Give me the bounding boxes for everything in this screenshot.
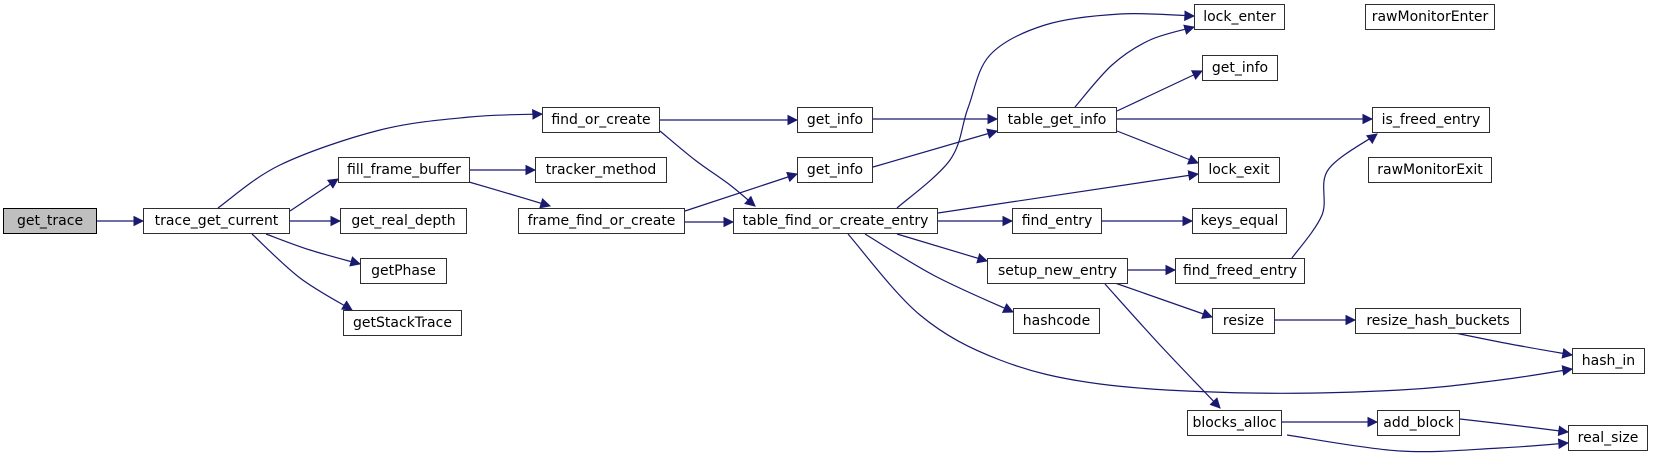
graph-node-fill_frame_buffer[interactable]: fill_frame_buffer <box>338 157 470 183</box>
graph-node-hash_in[interactable]: hash_in <box>1572 348 1645 374</box>
edge-trace_get_current-to-getPhase <box>265 233 362 267</box>
graph-node-trace_get_current[interactable]: trace_get_current <box>143 208 290 234</box>
graph-node-hashcode[interactable]: hashcode <box>1013 308 1100 334</box>
edge-find_freed_entry-to-is_freed_entry <box>1291 133 1378 259</box>
graph-node-blocks_alloc[interactable]: blocks_alloc <box>1187 410 1282 436</box>
edge-blocks_alloc-to-real_size <box>1286 434 1570 453</box>
edge-table_get_info-to-get_info_3 <box>1116 70 1203 112</box>
graph-node-keys_equal[interactable]: keys_equal <box>1192 208 1287 234</box>
edge-resize_hash_buckets-to-hash_in <box>1454 332 1574 359</box>
graph-node-table_find_or_create_entry[interactable]: table_find_or_create_entry <box>733 208 938 234</box>
graph-node-get_trace[interactable]: get_trace <box>3 208 97 234</box>
edge-setup_new_entry-to-blocks_alloc <box>1104 283 1221 409</box>
edge-table_find_or_create_entry-to-setup_new_entry <box>896 233 989 264</box>
graph-node-is_freed_entry[interactable]: is_freed_entry <box>1372 107 1490 133</box>
graph-node-resize[interactable]: resize <box>1212 308 1275 334</box>
graph-node-setup_new_entry[interactable]: setup_new_entry <box>987 258 1128 284</box>
graph-node-get_real_depth[interactable]: get_real_depth <box>340 208 467 234</box>
edge-trace_get_current-to-fill_frame_buffer <box>289 178 339 212</box>
edge-group <box>97 10 1574 453</box>
edge-table_find_or_create_entry-to-hash_in <box>847 233 1574 394</box>
edge-fill_frame_buffer-to-frame_find_or_create <box>468 181 552 209</box>
graph-node-rawMonitorEnter[interactable]: rawMonitorEnter <box>1365 4 1495 30</box>
edge-table_find_or_create_entry-to-lock_exit <box>937 170 1200 214</box>
graph-node-getPhase[interactable]: getPhase <box>360 258 447 284</box>
graph-node-lock_exit[interactable]: lock_exit <box>1198 157 1280 183</box>
graph-node-tracker_method[interactable]: tracker_method <box>535 157 667 183</box>
edge-setup_new_entry-to-resize <box>1114 282 1214 319</box>
edge-trace_get_current-to-find_or_create <box>217 109 544 209</box>
graph-node-get_info_1[interactable]: get_info <box>797 107 873 133</box>
edge-table_find_or_create_entry-to-hashcode <box>864 233 1014 313</box>
edge-trace_get_current-to-getStackTrace <box>251 233 353 311</box>
edge-add_block-to-real_size <box>1459 418 1570 437</box>
graph-node-find_freed_entry[interactable]: find_freed_entry <box>1175 258 1305 284</box>
graph-node-get_info_2[interactable]: get_info <box>797 157 873 183</box>
graph-node-get_info_3[interactable]: get_info <box>1202 55 1278 81</box>
edge-frame_find_or_create-to-get_info_2 <box>684 171 799 212</box>
graph-node-real_size[interactable]: real_size <box>1568 425 1648 451</box>
graph-node-table_get_info[interactable]: table_get_info <box>997 107 1117 133</box>
edge-table_find_or_create_entry-to-lock_enter <box>896 10 1196 209</box>
graph-node-frame_find_or_create[interactable]: frame_find_or_create <box>518 208 685 234</box>
graph-node-lock_enter[interactable]: lock_enter <box>1194 4 1285 30</box>
graph-node-add_block[interactable]: add_block <box>1377 410 1460 436</box>
graph-node-find_entry[interactable]: find_entry <box>1012 208 1102 234</box>
edge-get_info_2-to-table_get_info <box>872 128 999 168</box>
graph-node-rawMonitorExit[interactable]: rawMonitorExit <box>1368 157 1492 183</box>
edge-find_or_create-to-table_find_or_create_entry <box>659 130 756 207</box>
edge-table_get_info-to-lock_exit <box>1116 130 1200 165</box>
graph-node-resize_hash_buckets[interactable]: resize_hash_buckets <box>1355 308 1521 334</box>
graph-node-find_or_create[interactable]: find_or_create <box>542 107 660 133</box>
edge-table_get_info-to-lock_enter <box>1074 24 1196 108</box>
graph-node-getStackTrace[interactable]: getStackTrace <box>343 310 462 336</box>
